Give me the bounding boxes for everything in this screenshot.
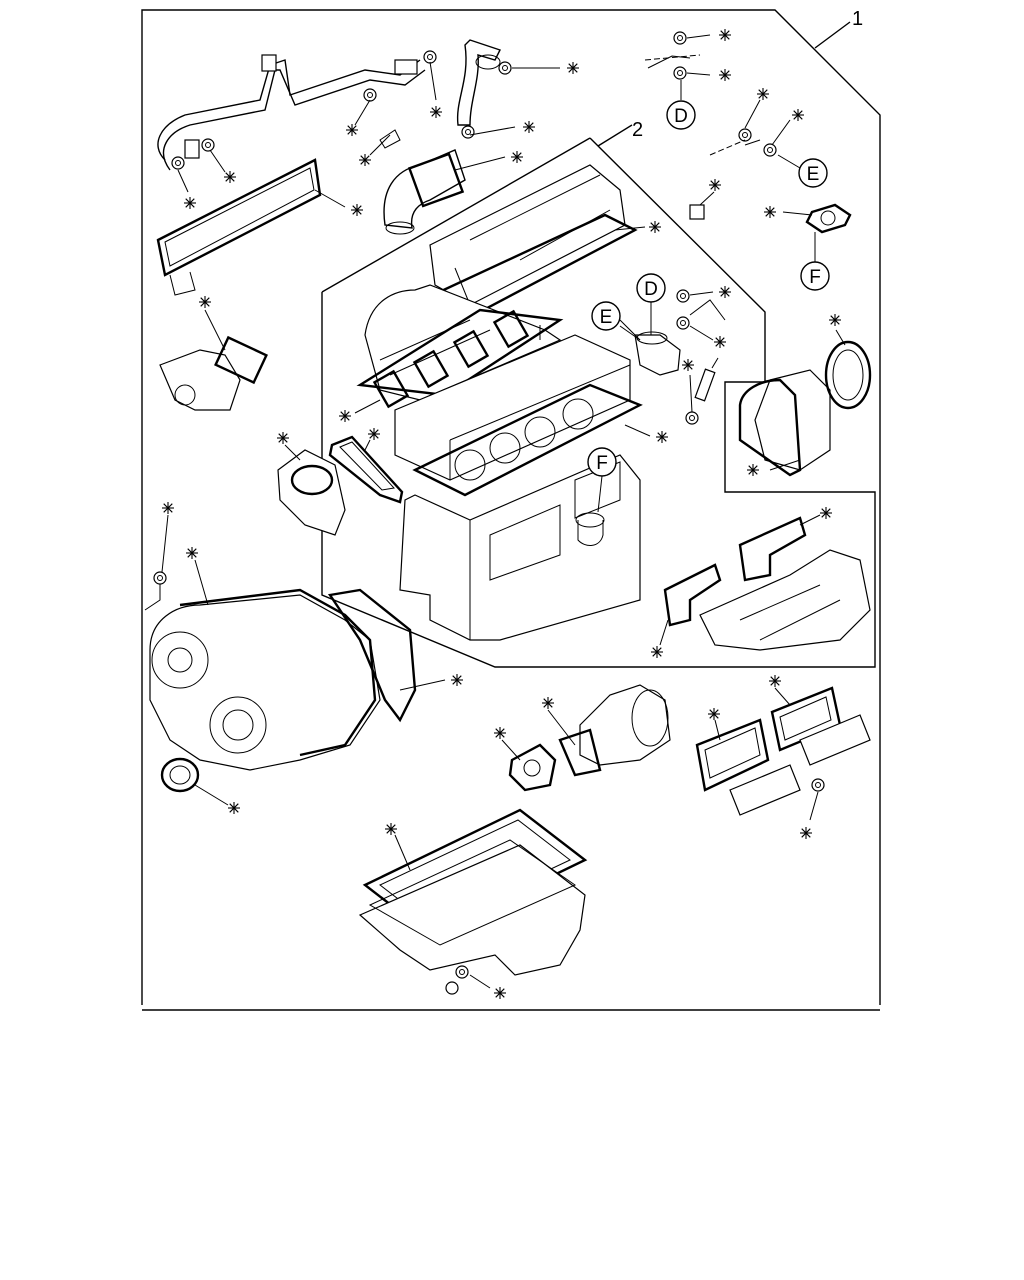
water-inlet (277, 449, 346, 536)
svg-text:E: E (807, 164, 820, 185)
rear-seal-housing (738, 340, 872, 477)
ref-F-top: F (800, 232, 830, 291)
intake-manifold (356, 284, 564, 409)
head-gasket (412, 383, 643, 497)
ref-F-inner: F (587, 447, 617, 513)
rocker-gasket-left (156, 158, 322, 296)
oil-pipe (157, 50, 437, 171)
water-elbow (379, 129, 466, 235)
ref-E-inner: E (591, 301, 641, 341)
thermostat-housing (619, 289, 726, 376)
callout-2: 2 (632, 119, 643, 141)
svg-text:F: F (596, 453, 608, 474)
leader-lines (161, 34, 846, 989)
side-cover-gaskets (695, 686, 871, 816)
svg-text:D: D (644, 279, 658, 300)
outer-frame (141, 9, 881, 1011)
injector (685, 357, 719, 425)
svg-text:D: D (674, 106, 688, 127)
manifold-side-gasket (328, 435, 404, 504)
top-right-washers (644, 31, 777, 220)
flange-gasket-F (805, 203, 852, 234)
oil-filter-assembly (508, 684, 671, 792)
exhaust-gaskets (663, 516, 871, 651)
callout-1: 1 (852, 8, 863, 30)
inner-frame (321, 124, 876, 668)
breather-pipe (456, 39, 512, 139)
timing-case (144, 571, 417, 793)
ref-D-top: D (666, 80, 696, 130)
svg-text:E: E (600, 307, 613, 328)
cylinder-block (399, 454, 641, 641)
water-pump (159, 335, 268, 411)
svg-text:F: F (809, 267, 821, 288)
oil-pan (358, 808, 588, 995)
ref-D-inner: D (636, 273, 666, 335)
ref-E-top: E (777, 154, 828, 188)
